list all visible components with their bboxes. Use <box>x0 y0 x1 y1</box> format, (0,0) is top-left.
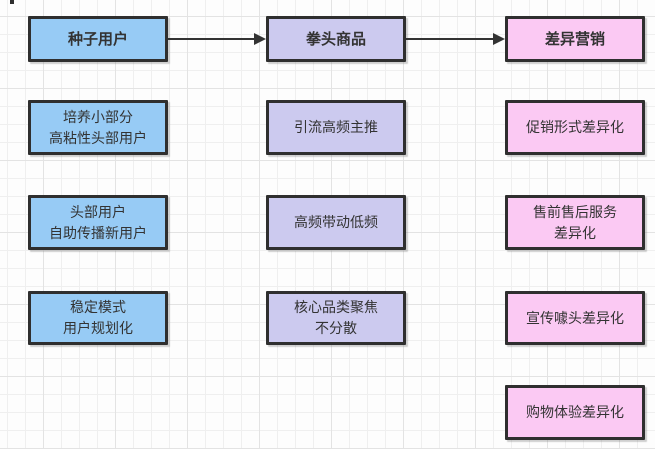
shape-flagship-products-item-2[interactable]: 高频带动低频 <box>266 195 406 250</box>
shape-seed-users-item-3[interactable]: 稳定模式 用户规划化 <box>28 291 168 345</box>
arrowhead-right-icon <box>254 33 266 45</box>
shape-label: 促销形式差异化 <box>526 119 624 135</box>
shape-label: 高频带动低频 <box>294 214 378 230</box>
shape-label: 核心品类聚焦 不分散 <box>294 299 378 336</box>
shape-label: 种子用户 <box>67 30 128 48</box>
shape-diff-marketing-item-2[interactable]: 售前售后服务 差异化 <box>505 195 645 250</box>
shape-label: 拳头商品 <box>305 30 366 48</box>
shape-diff-marketing-item-1[interactable]: 促销形式差异化 <box>505 100 645 155</box>
shape-diff-marketing-header[interactable]: 差异营销 <box>505 16 645 62</box>
arrowhead-right-icon <box>493 33 505 45</box>
shape-label: 售前售后服务 差异化 <box>533 203 617 241</box>
shape-label: 差异营销 <box>544 30 605 48</box>
shape-label: 购物体验差异化 <box>526 404 624 420</box>
connector-product-to-marketing[interactable] <box>406 33 505 45</box>
shape-label: 头部用户 自助传播新用户 <box>49 203 147 241</box>
shape-label: 培养小部分 高粘性头部用户 <box>49 108 147 146</box>
shape-label: 稳定模式 用户规划化 <box>63 299 133 336</box>
shape-seed-users-header[interactable]: 种子用户 <box>28 16 168 62</box>
shape-flagship-products-item-1[interactable]: 引流高频主推 <box>266 100 406 155</box>
shape-flagship-products-header[interactable]: 拳头商品 <box>266 16 406 62</box>
shape-diff-marketing-item-4[interactable]: 购物体验差异化 <box>505 385 645 440</box>
shape-seed-users-item-1[interactable]: 培养小部分 高粘性头部用户 <box>28 100 168 155</box>
shape-diff-marketing-item-3[interactable]: 宣传噱头差异化 <box>505 291 645 345</box>
shape-seed-users-item-2[interactable]: 头部用户 自助传播新用户 <box>28 195 168 250</box>
shape-label: 宣传噱头差异化 <box>526 309 624 326</box>
shape-label: 引流高频主推 <box>294 119 378 135</box>
cropped-shape-fragment <box>10 0 14 4</box>
shape-flagship-products-item-3[interactable]: 核心品类聚焦 不分散 <box>266 291 406 345</box>
connector-seed-to-product[interactable] <box>168 33 266 45</box>
